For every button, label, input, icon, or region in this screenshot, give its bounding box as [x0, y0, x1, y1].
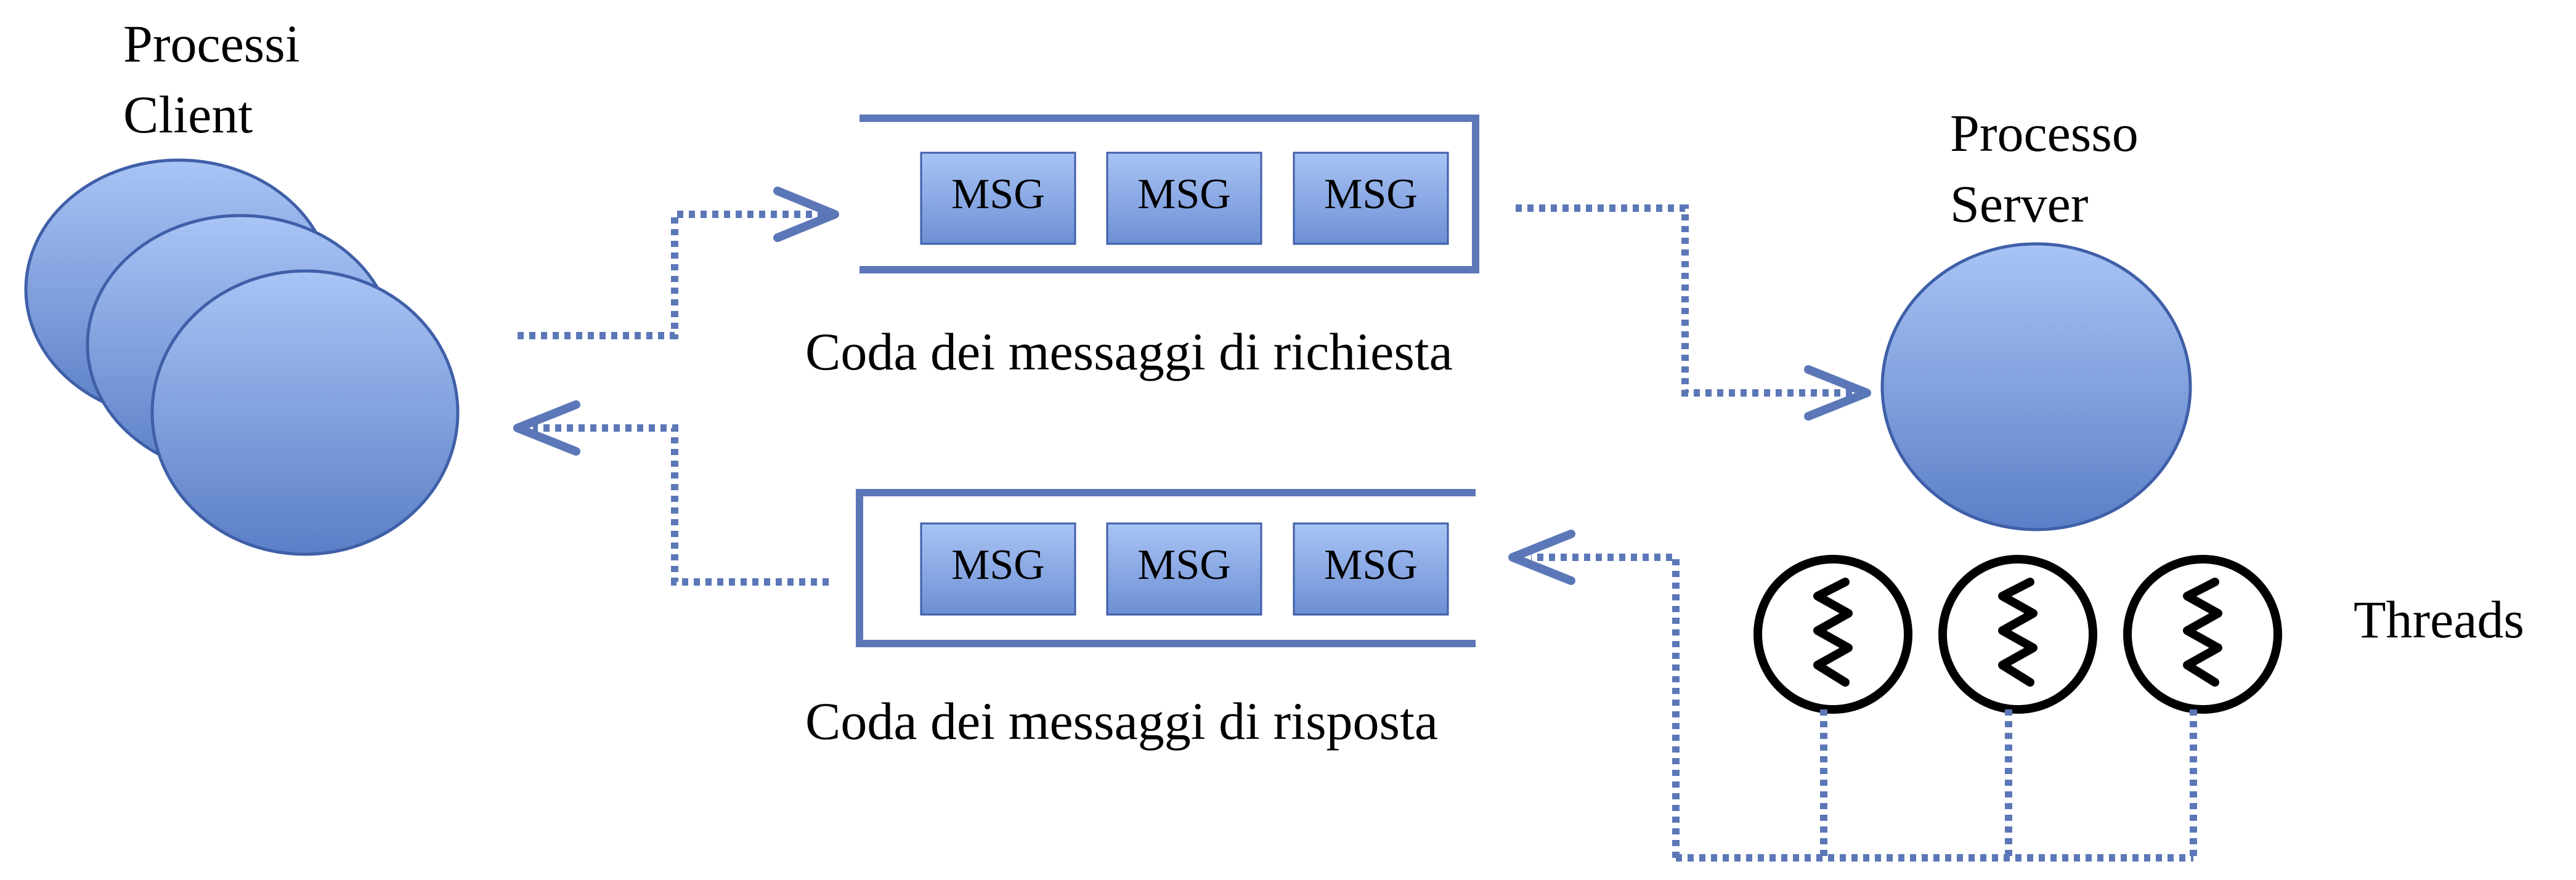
request-queue-frame — [859, 115, 1479, 273]
msg-label: MSG — [1137, 541, 1231, 589]
arrowhead-icon — [1508, 530, 1575, 585]
response-queue: MSG MSG MSG — [856, 489, 1476, 647]
server-process-icon — [1880, 242, 2192, 531]
response-queue-frame — [856, 489, 1476, 647]
response-queue-label: Coda dei messaggi di risposta — [805, 692, 1438, 751]
threads — [1753, 555, 2282, 714]
response-queue-message: MSG — [1293, 522, 1449, 616]
msg-label: MSG — [1324, 541, 1418, 589]
thread-spring-icon — [1753, 555, 1912, 714]
request-queue-message: MSG — [1293, 151, 1449, 245]
threads-label: Threads — [2354, 590, 2524, 649]
request-queue: MSG MSG MSG — [859, 115, 1479, 273]
thread-spring-icon — [1938, 555, 2097, 714]
arrowhead-icon — [773, 187, 839, 242]
arrowhead-icon — [513, 400, 580, 456]
client-process-icon — [150, 269, 460, 556]
msg-label: MSG — [951, 541, 1045, 589]
request-queue-message: MSG — [920, 151, 1076, 245]
arrowhead-icon — [1804, 365, 1871, 421]
connectors — [518, 204, 2197, 862]
clients-label-line2: Client — [123, 85, 253, 144]
response-queue-message: MSG — [1106, 522, 1262, 616]
response-queue-message: MSG — [920, 522, 1076, 616]
threads-to-response-arrow — [1531, 554, 1680, 858]
clients-label-line1: Processi — [123, 14, 300, 73]
request-to-server-arrow — [1516, 204, 1867, 397]
arrowheads — [513, 187, 1871, 585]
msg-label: MSG — [1324, 171, 1418, 218]
thread-spring-icon — [2123, 555, 2282, 714]
request-queue-label: Coda dei messaggi di richiesta — [805, 322, 1453, 381]
client-processes — [24, 158, 460, 556]
server-label-line2: Server — [1950, 174, 2088, 233]
msg-label: MSG — [951, 171, 1045, 218]
server-label-line1: Processo — [1950, 103, 2139, 163]
msg-label: MSG — [1137, 171, 1231, 218]
request-queue-message: MSG — [1106, 151, 1262, 245]
response-to-client-arrow — [533, 424, 829, 586]
